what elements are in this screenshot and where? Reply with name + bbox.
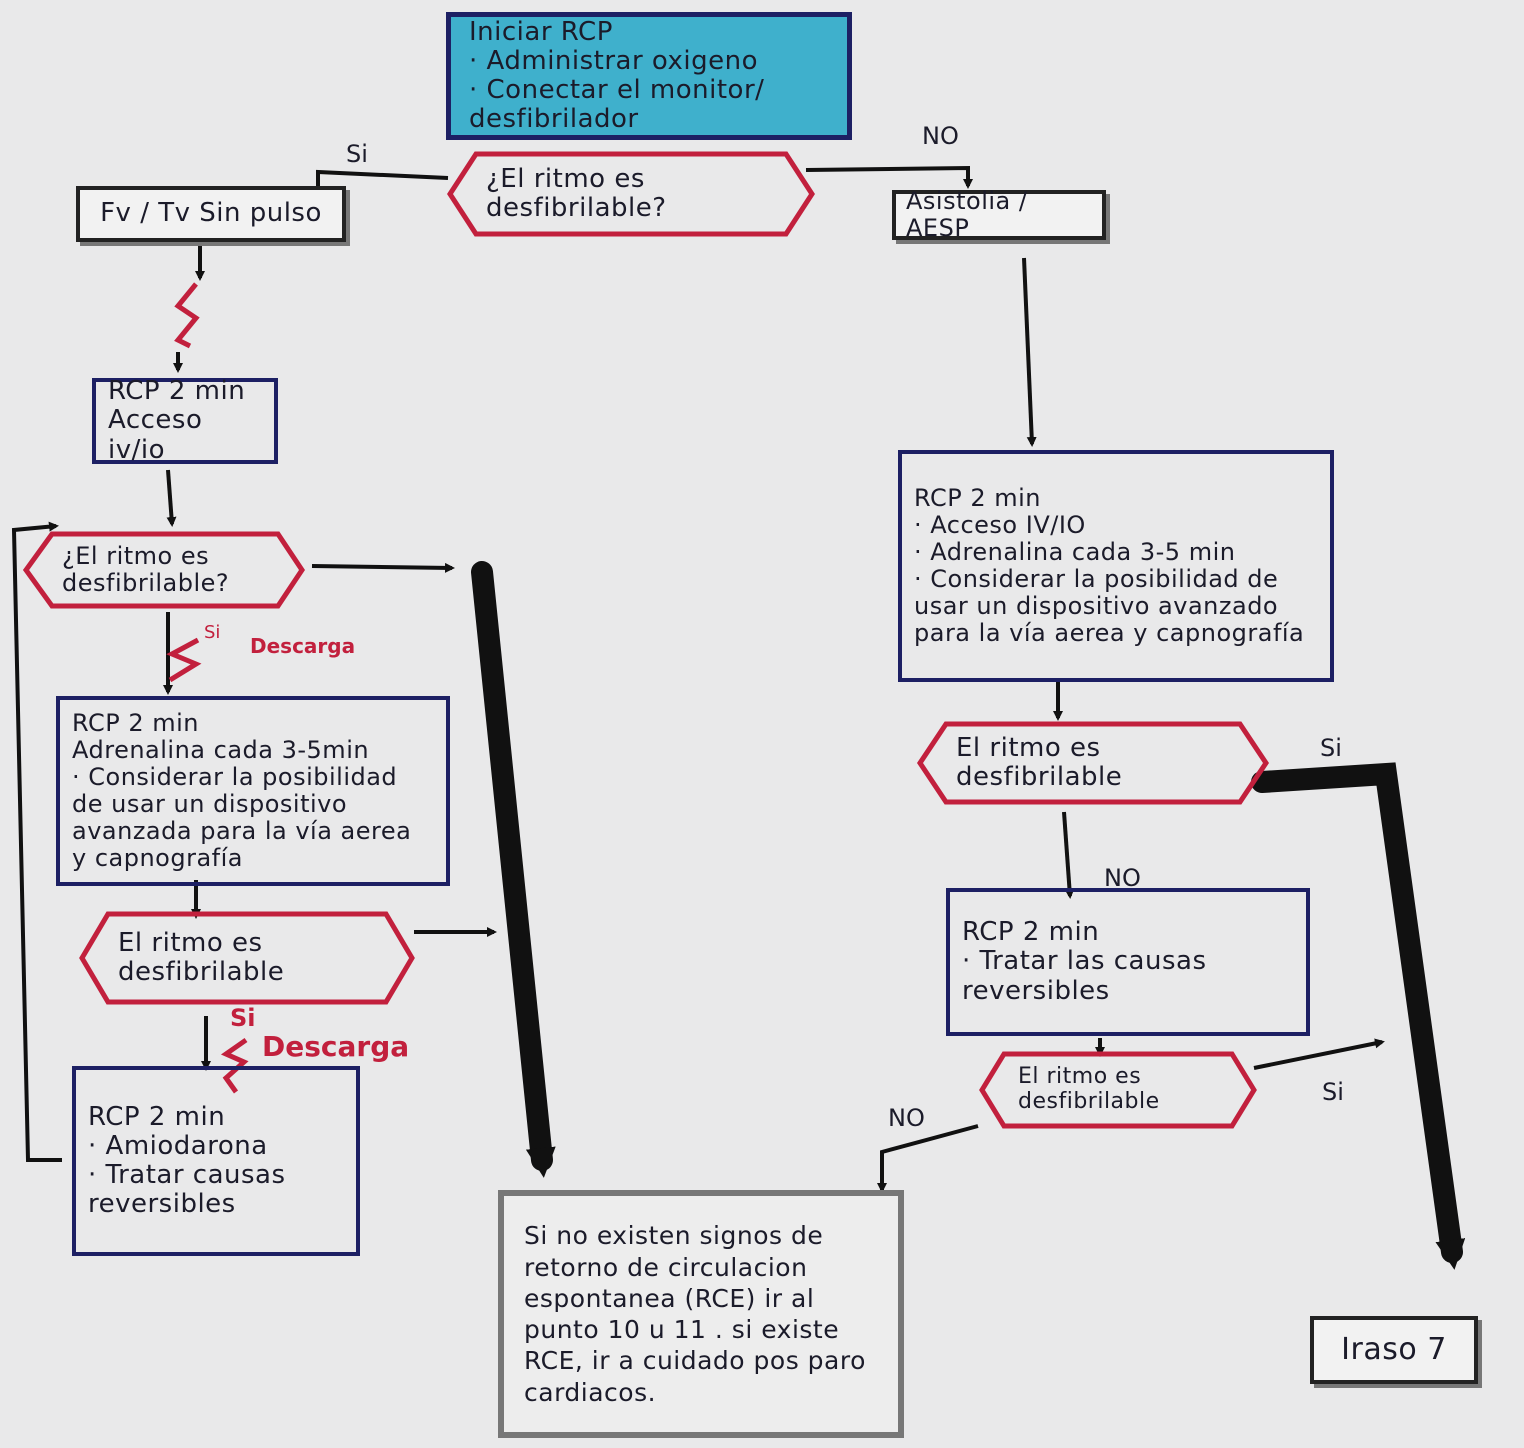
shock-bolt-1 xyxy=(174,282,200,349)
left-box1-line: Acceso iv/io xyxy=(108,405,203,465)
start-item: Conectar el monitor/ desfibrilador xyxy=(469,75,829,134)
label-si-right-1: Si xyxy=(1320,734,1342,762)
thick-arrow-to-final xyxy=(471,561,556,1178)
arrow-left-decision1-right xyxy=(311,562,455,573)
shock-bolt-2 xyxy=(166,637,202,683)
left-decision1-text: ¿El ritmo es desfibrilable? xyxy=(62,542,230,597)
left-rhythm-box: Fv / Tv Sin pulso xyxy=(76,186,346,242)
right-box1-item: Considerar la posibilidad de usar un dis… xyxy=(914,566,1318,647)
left-box3-item: Tratar causas reversibles xyxy=(88,1160,344,1219)
start-item: Administrar oxigeno xyxy=(469,46,829,76)
right-box1: RCP 2 min Acceso IV/IO Adrenalina cada 3… xyxy=(898,450,1334,682)
right-rhythm-box: Asistolia / AESP xyxy=(892,187,1106,242)
right-box1-item: Adrenalina cada 3-5 min xyxy=(914,539,1318,566)
right-box1-content: RCP 2 min Acceso IV/IO Adrenalina cada 3… xyxy=(914,485,1318,646)
right-box1-title: RCP 2 min xyxy=(914,484,1041,513)
hexagon-outline xyxy=(22,531,306,609)
left-box2-title: RCP 2 min xyxy=(72,709,199,738)
arrow-top-no xyxy=(805,165,973,189)
label-si-right-2: Si xyxy=(1322,1078,1344,1106)
label-si-descarga-1: Si xyxy=(204,622,221,643)
right-box1-item: Acceso IV/IO xyxy=(914,512,1318,539)
left-decision2-text: El ritmo es desfibrilable xyxy=(118,927,285,987)
right-decision2: El ritmo es desfibrilable xyxy=(978,1050,1258,1130)
right-decision1: El ritmo es desfibrilable xyxy=(916,720,1270,806)
right-box2-content: RCP 2 min Tratar las causas reversibles xyxy=(962,918,1294,1005)
start-content: Iniciar RCP Administrar oxigeno Conectar… xyxy=(469,16,829,134)
arrow-right-rhythm-to-box1 xyxy=(1022,257,1037,447)
left-box2-item: Adrenalina cada 3-5min xyxy=(72,736,370,765)
left-box3-content: RCP 2 min Amiodarona Tratar causas rever… xyxy=(88,1101,344,1219)
right-box2: RCP 2 min Tratar las causas reversibles xyxy=(946,888,1310,1036)
final-note-box: Si no existen signos de retorno de circu… xyxy=(498,1190,904,1438)
left-box1: RCP 2 min Acceso iv/io xyxy=(92,377,278,464)
right-rhythm-text: Asistolia / AESP xyxy=(906,187,1028,242)
left-decision2: El ritmo es desfibrilable xyxy=(78,910,416,1006)
label-no-right-2: NO xyxy=(888,1104,925,1132)
left-decision1: ¿El ritmo es desfibrilable? xyxy=(22,530,306,610)
right-box2-item: Tratar las causas reversibles xyxy=(962,947,1294,1005)
decision-top: ¿El ritmo es desfibrilable? xyxy=(446,150,816,238)
label-si-descarga-2: Si xyxy=(230,1004,256,1032)
left-box2-item: · Considerar la posibilidad de usar un d… xyxy=(72,763,412,872)
goto-step-text: Iraso 7 xyxy=(1341,1332,1447,1368)
goto-step-box: Iraso 7 xyxy=(1310,1316,1478,1384)
label-descarga-1: Descarga xyxy=(250,634,356,658)
arrow-left-box1-to-decision1 xyxy=(166,469,177,527)
left-rhythm-text: Fv / Tv Sin pulso xyxy=(100,198,322,229)
decision-top-text: ¿El ritmo es desfibrilable? xyxy=(486,163,667,223)
left-box2-item-text: Considerar la posibilidad de usar un dis… xyxy=(72,763,412,872)
label-descarga-2: Descarga xyxy=(262,1030,410,1063)
left-box2: RCP 2 min Adrenalina cada 3-5min · Consi… xyxy=(56,696,450,886)
start-title: Iniciar RCP xyxy=(469,16,613,47)
label-si-top: Si xyxy=(346,140,368,168)
arrow-right-decision2-no xyxy=(877,1124,979,1193)
start-box: Iniciar RCP Administrar oxigeno Conectar… xyxy=(446,12,852,140)
final-note-text: Si no existen signos de retorno de circu… xyxy=(524,1221,866,1407)
hexagon-outline xyxy=(979,1051,1257,1129)
left-box2-content: RCP 2 min Adrenalina cada 3-5min · Consi… xyxy=(72,710,434,871)
arrow-right-decision1-to-box2 xyxy=(1062,811,1075,899)
right-decision1-text: El ritmo es desfibrilable xyxy=(956,732,1123,792)
loop-back-line xyxy=(11,521,62,1162)
left-box1-line: RCP 2 min xyxy=(108,376,246,407)
right-decision2-text: El ritmo es desfibrilable xyxy=(1018,1064,1160,1114)
right-box2-title: RCP 2 min xyxy=(962,917,1100,948)
arrow-right-decision2-si xyxy=(1253,1038,1385,1070)
hexagon-outline xyxy=(916,721,1270,805)
label-no-top: NO xyxy=(922,122,959,150)
label-no-right-1: NO xyxy=(1104,864,1141,892)
shock-bolt-3 xyxy=(220,1037,249,1094)
hexagon-outline xyxy=(79,911,415,1005)
left-box3: RCP 2 min Amiodarona Tratar causas rever… xyxy=(72,1066,360,1256)
left-box3-title: RCP 2 min xyxy=(88,1101,226,1132)
left-box1-content: RCP 2 min Acceso iv/io xyxy=(108,377,262,464)
left-box3-item: Amiodarona xyxy=(88,1131,344,1161)
hexagon-outline xyxy=(447,151,815,237)
thick-arrow-to-goto xyxy=(1251,762,1466,1270)
